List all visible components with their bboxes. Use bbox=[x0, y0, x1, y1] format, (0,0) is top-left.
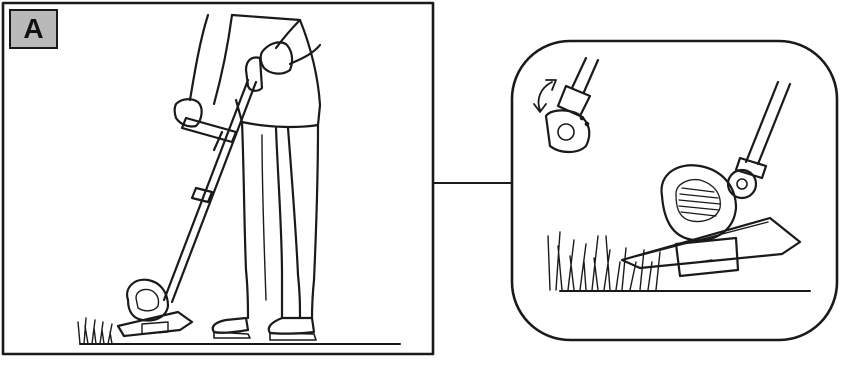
panel-label: A bbox=[9, 9, 58, 49]
detail-scene bbox=[534, 58, 810, 291]
detail-shaft bbox=[746, 82, 778, 162]
overview-scene bbox=[78, 15, 400, 344]
head-adjust-inset bbox=[546, 58, 598, 152]
motor-housing bbox=[661, 165, 736, 240]
grass-tuft-icon bbox=[548, 232, 660, 290]
grass-tuft-icon bbox=[78, 318, 112, 344]
vent-grille bbox=[676, 180, 720, 222]
rotate-arrow-icon bbox=[534, 80, 556, 112]
